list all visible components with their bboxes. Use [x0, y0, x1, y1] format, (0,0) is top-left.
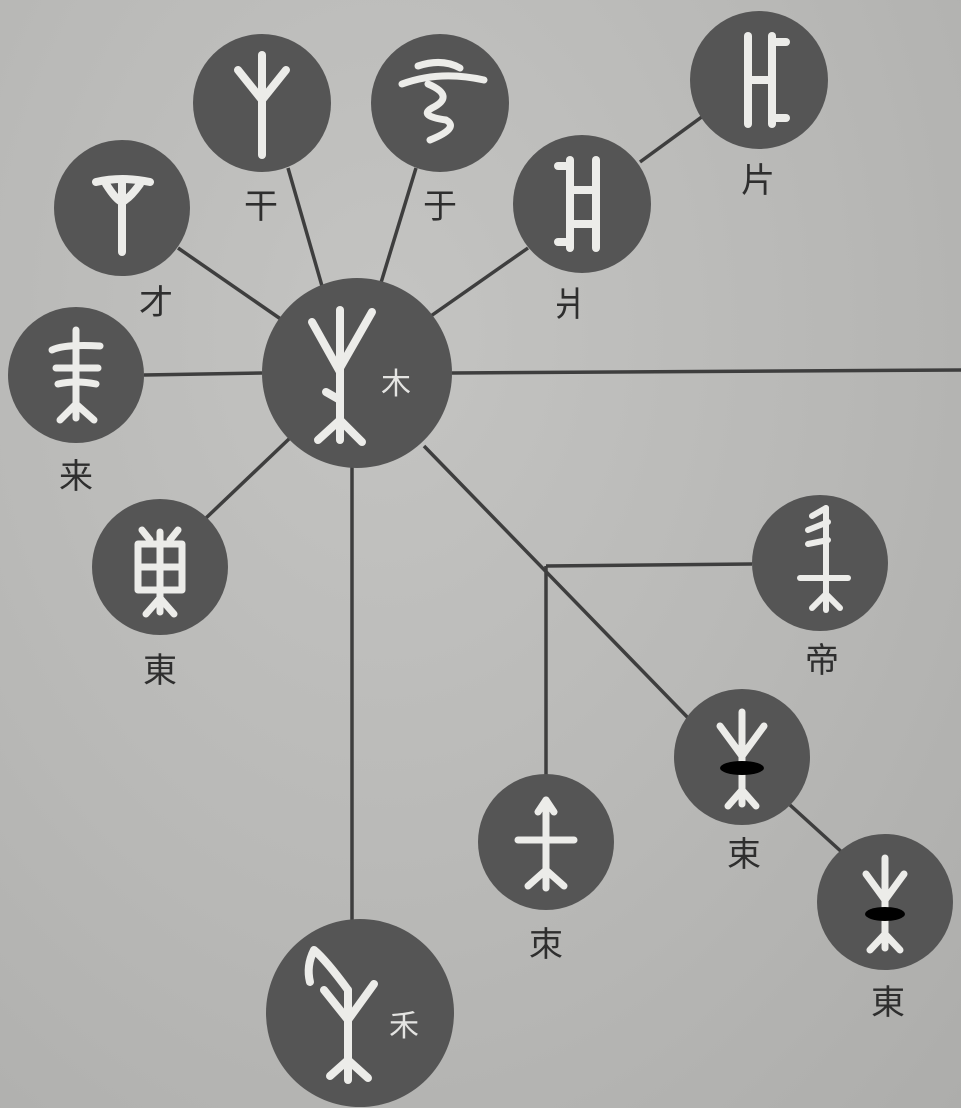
shu2-oracle-glyph: [716, 708, 768, 810]
edge-branch-di: [545, 562, 753, 568]
shu3-oracle-glyph: [862, 854, 908, 954]
mu-oracle-glyph: [308, 306, 376, 446]
node-shu3: 東: [817, 834, 953, 1023]
node-cai: 才: [54, 140, 190, 323]
node-dong: 東: [92, 499, 228, 691]
node-label: 東: [871, 983, 905, 1023]
node-he: 禾: [266, 919, 454, 1107]
edge-center-right: [451, 368, 961, 375]
cai-oracle-glyph: [92, 175, 154, 256]
node-gan: 干: [193, 34, 331, 227]
node-shu2: 束: [674, 689, 810, 875]
node-label: 爿: [553, 285, 587, 325]
he-oracle-glyph: [304, 946, 378, 1084]
edge-center-lai: [143, 371, 263, 377]
node-di: 帝: [752, 495, 888, 681]
he-inner-label: 禾: [389, 1009, 419, 1044]
lai-oracle-glyph: [48, 326, 104, 424]
node-label: 束: [727, 835, 761, 875]
node-label: 片: [741, 161, 775, 201]
edge-center-qiang: [426, 246, 530, 320]
node-label: 朿: [529, 925, 563, 965]
node-label: 東: [143, 651, 177, 691]
connector-lines: [143, 114, 961, 920]
center-node-mu: 木: [262, 278, 452, 468]
shu1-oracle-glyph: [514, 796, 578, 892]
node-pian: 片: [690, 11, 828, 201]
edge-shu2-shu3: [788, 803, 847, 857]
center-inner-label: 木: [381, 367, 411, 402]
di-oracle-glyph: [797, 505, 851, 613]
node-label: 才: [139, 283, 173, 323]
node-label: 干: [244, 187, 278, 227]
edge-center-dong: [204, 436, 292, 520]
edge-center-gan: [286, 167, 324, 287]
node-shu1: 朿: [478, 774, 614, 965]
node-label: 于: [423, 187, 457, 227]
edge-center-cai: [177, 246, 286, 324]
edge-center-shu2: [422, 444, 695, 725]
yu-oracle-glyph: [398, 59, 488, 144]
node-qiang: 爿: [513, 135, 651, 325]
edge-qiang-pian: [638, 114, 705, 164]
gan-oracle-glyph: [234, 51, 290, 159]
qiang-oracle-glyph: [554, 156, 600, 252]
node-label: 帝: [805, 641, 839, 681]
node-lai: 来: [8, 307, 144, 497]
node-label: 来: [59, 457, 93, 497]
edge-center-yu: [378, 167, 418, 287]
dong-oracle-glyph: [134, 526, 186, 618]
pian-oracle-glyph: [744, 32, 790, 128]
node-yu: 于: [371, 34, 509, 227]
